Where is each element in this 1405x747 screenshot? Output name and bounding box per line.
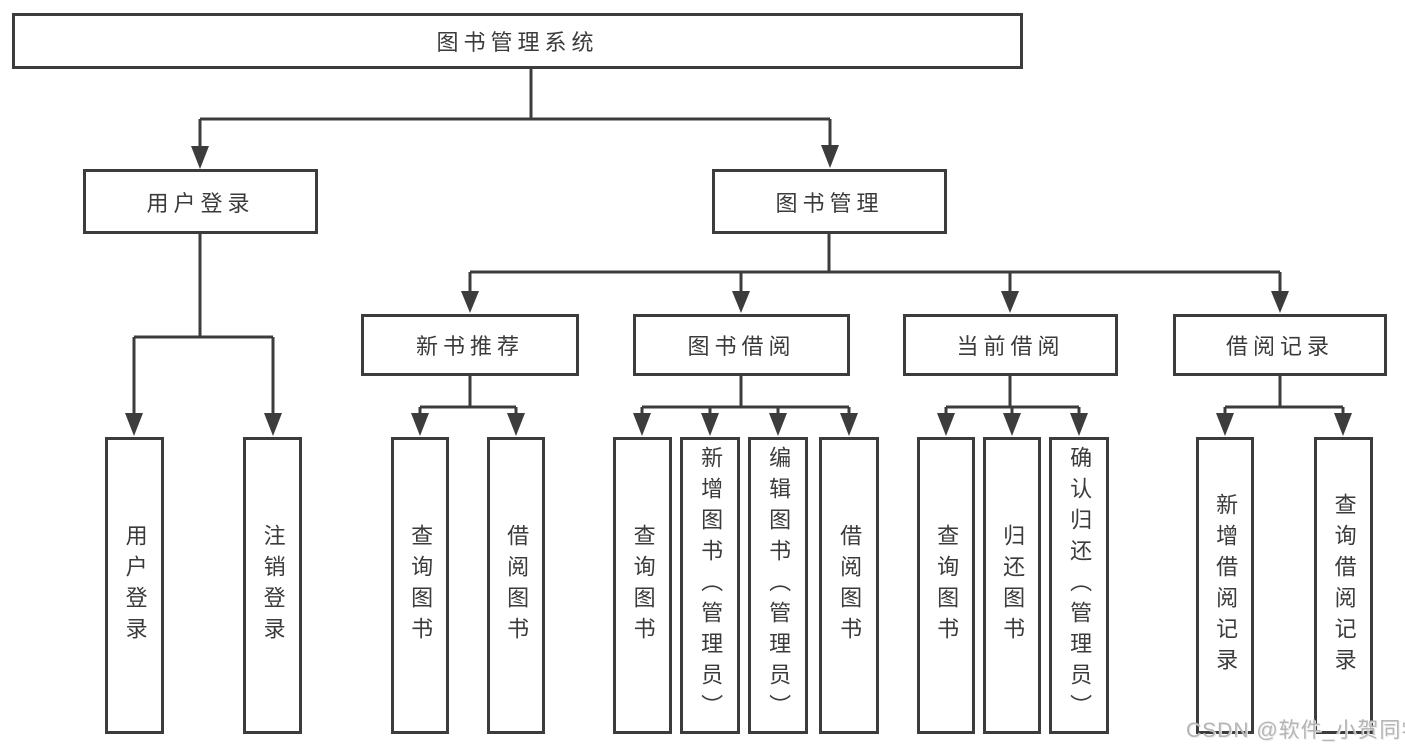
connector-user-login-to-leaves <box>125 234 282 436</box>
node-label: 查询图书 <box>408 523 434 648</box>
node-book-borrowing: 图书借阅 <box>633 314 850 376</box>
leaf-confirm-return-admin: 确认归还（管理员） <box>1049 437 1109 734</box>
node-label: 查询图书 <box>630 523 656 648</box>
node-book-management: 图书管理 <box>712 169 947 234</box>
node-label: 新增图书（管理员） <box>698 446 724 725</box>
leaf-query-books-borrowing: 查询图书 <box>613 437 672 734</box>
leaf-borrow-books-recommend: 借阅图书 <box>487 437 545 734</box>
node-label: 当前借阅 <box>956 334 1065 359</box>
node-label: 归还图书 <box>1000 523 1026 648</box>
node-user-login: 用户登录 <box>83 169 318 234</box>
leaf-logout: 注销登录 <box>243 437 302 734</box>
leaf-edit-books-admin: 编辑图书（管理员） <box>748 437 808 734</box>
connector-borrow-records-to-leaves <box>1216 376 1352 436</box>
leaf-query-borrow-record: 查询借阅记录 <box>1314 437 1373 734</box>
connector-book-management-to-level3 <box>461 234 1289 313</box>
csdn-watermark: CSDN @软件_小贺同学 <box>1186 719 1405 742</box>
leaf-query-books-recommend: 查询图书 <box>391 437 449 734</box>
node-library-management-system: 图书管理系统 <box>12 13 1023 69</box>
node-current-borrowing: 当前借阅 <box>903 314 1118 376</box>
node-label: 图书管理 <box>775 190 884 216</box>
node-label: 新增借阅记录 <box>1213 492 1239 679</box>
node-label: 编辑图书（管理员） <box>766 446 792 725</box>
node-label: 图书借阅 <box>687 334 796 359</box>
leaf-query-books-current: 查询图书 <box>917 437 975 734</box>
node-label: 确认归还（管理员） <box>1067 446 1093 725</box>
connector-book-borrowing-to-leaves <box>633 376 858 436</box>
leaf-add-books-admin: 新增图书（管理员） <box>680 437 740 734</box>
node-label: 新书推荐 <box>415 334 524 359</box>
node-label: 注销登录 <box>260 523 286 648</box>
node-label: 查询借阅记录 <box>1331 492 1357 679</box>
node-label: 查询图书 <box>934 523 960 648</box>
node-label: 借阅图书 <box>504 523 530 648</box>
node-label: 借阅图书 <box>837 523 863 648</box>
connector-root-to-level2 <box>191 69 839 169</box>
connector-new-book-recommend-to-leaves <box>411 376 525 436</box>
leaf-borrow-books-borrowing: 借阅图书 <box>819 437 879 734</box>
node-label: 用户登录 <box>122 523 148 648</box>
connector-current-borrowing-to-leaves <box>937 376 1088 436</box>
leaf-return-books: 归还图书 <box>983 437 1041 734</box>
node-label: 图书管理系统 <box>436 30 599 55</box>
leaf-add-borrow-record: 新增借阅记录 <box>1196 437 1254 734</box>
node-label: 借阅记录 <box>1225 334 1334 359</box>
leaf-user-login: 用户登录 <box>105 437 164 734</box>
node-new-book-recommend: 新书推荐 <box>361 314 579 376</box>
node-borrow-records: 借阅记录 <box>1173 314 1387 376</box>
node-label: 用户登录 <box>146 190 255 216</box>
